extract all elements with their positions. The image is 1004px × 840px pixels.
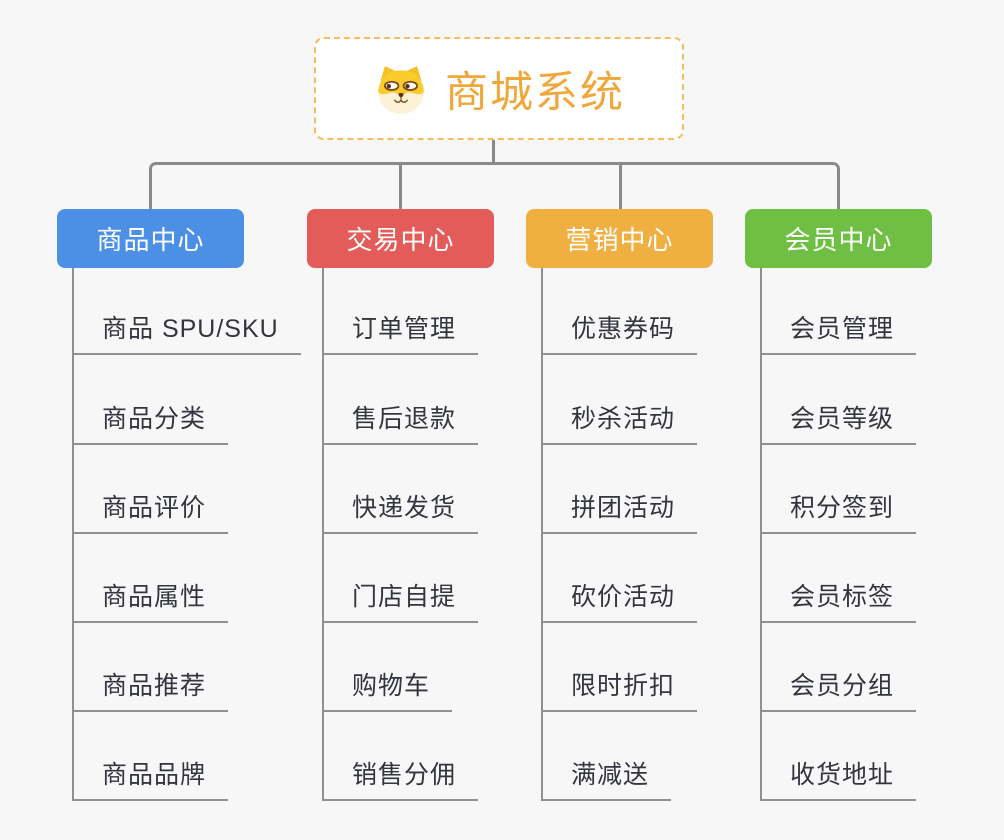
branch-label: 会员中心 (784, 225, 893, 255)
leaf-node[interactable]: 快递发货 (322, 488, 479, 534)
leaf-node[interactable]: 销售分佣 (322, 755, 479, 801)
child-connector-line (72, 268, 74, 801)
leaf-node[interactable]: 商品品牌 (72, 755, 229, 801)
leaf-node[interactable]: 商品 SPU/SKU (72, 309, 301, 355)
leaf-node[interactable]: 砍价活动 (541, 577, 698, 623)
leaf-node[interactable]: 收货地址 (760, 755, 917, 801)
branch-node-member-center[interactable]: 会员中心 (745, 209, 932, 268)
branch-label: 营销中心 (565, 225, 674, 255)
branch-label: 商品中心 (96, 225, 205, 255)
child-connector-line (322, 268, 324, 801)
leaf-node[interactable]: 商品评价 (72, 488, 229, 534)
branch-node-trade-center[interactable]: 交易中心 (307, 209, 494, 268)
leaf-node[interactable]: 商品推荐 (72, 666, 229, 712)
branch-connector-drop (619, 165, 622, 209)
shiba-dog-icon (378, 65, 424, 114)
branch-connector-bus (149, 162, 840, 209)
branch-node-product-center[interactable]: 商品中心 (57, 209, 244, 268)
leaf-node[interactable]: 秒杀活动 (541, 399, 698, 445)
child-connector-line (760, 268, 762, 801)
leaf-node[interactable]: 积分签到 (760, 488, 917, 534)
leaf-node[interactable]: 订单管理 (322, 309, 479, 355)
branch-label: 交易中心 (346, 225, 455, 255)
leaf-node[interactable]: 优惠券码 (541, 309, 698, 355)
leaf-node[interactable]: 会员等级 (760, 399, 917, 445)
root-node[interactable]: 商城系统 (314, 37, 684, 140)
leaf-node[interactable]: 限时折扣 (541, 666, 698, 712)
leaf-node[interactable]: 会员标签 (760, 577, 917, 623)
leaf-node[interactable]: 购物车 (322, 666, 453, 712)
leaf-node[interactable]: 会员分组 (760, 666, 917, 712)
leaf-node[interactable]: 会员管理 (760, 309, 917, 355)
leaf-node[interactable]: 满减送 (541, 755, 672, 801)
branch-node-marketing-center[interactable]: 营销中心 (526, 209, 713, 268)
branch-connector-drop (399, 165, 402, 209)
leaf-node[interactable]: 门店自提 (322, 577, 479, 623)
root-title: 商城系统 (445, 68, 625, 117)
child-connector-line (541, 268, 543, 801)
leaf-node[interactable]: 商品分类 (72, 399, 229, 445)
leaf-node[interactable]: 拼团活动 (541, 488, 698, 534)
leaf-node[interactable]: 商品属性 (72, 577, 229, 623)
root-connector-stem (492, 140, 495, 165)
leaf-node[interactable]: 售后退款 (322, 399, 479, 445)
